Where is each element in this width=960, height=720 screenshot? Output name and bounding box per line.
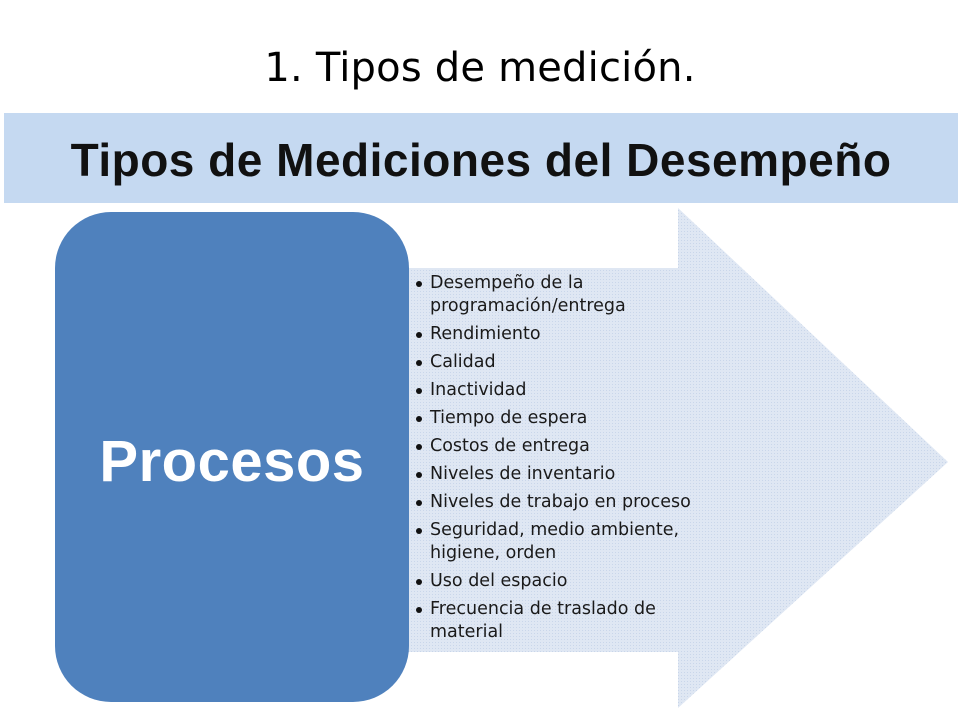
list-item: Niveles de inventario <box>414 463 734 486</box>
list-item: Niveles de trabajo en proceso <box>414 491 734 514</box>
list-item: Uso del espacio <box>414 570 734 593</box>
list-item: Costos de entrega <box>414 435 734 458</box>
list-item: Calidad <box>414 351 734 374</box>
banner: Tipos de Mediciones del Desempeño <box>4 113 958 203</box>
list-item: Tiempo de espera <box>414 407 734 430</box>
banner-title: Tipos de Mediciones del Desempeño <box>70 134 892 186</box>
list-item: Seguridad, medio ambiente, higiene, orde… <box>414 519 734 565</box>
list-item: Desempeño de la programación/entrega <box>414 272 734 318</box>
process-box: Procesos <box>55 212 409 702</box>
bullet-list: Desempeño de la programación/entrega Ren… <box>414 272 734 649</box>
slide-title: 1. Tipos de medición. <box>264 45 696 91</box>
list-item: Rendimiento <box>414 323 734 346</box>
list-item: Inactividad <box>414 379 734 402</box>
process-label: Procesos <box>99 429 365 494</box>
list-item: Frecuencia de traslado de material <box>414 598 734 644</box>
